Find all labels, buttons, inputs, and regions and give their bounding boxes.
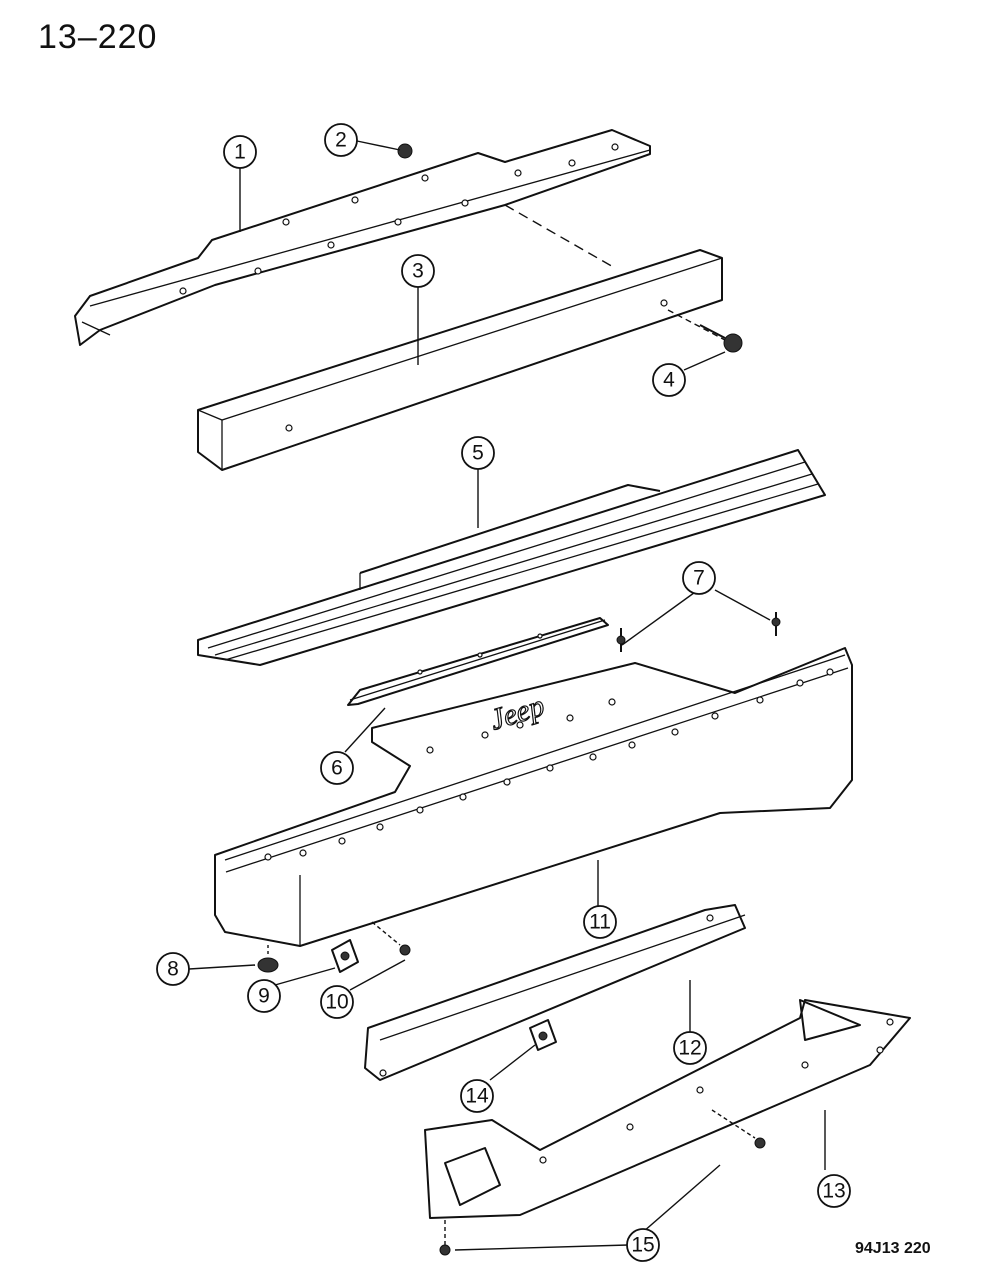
- callout-14: 14: [460, 1079, 494, 1113]
- svg-text:7: 7: [693, 567, 705, 590]
- svg-text:11: 11: [589, 911, 611, 934]
- callout-5: 5: [461, 436, 495, 470]
- part-7-studs: [616, 612, 781, 652]
- svg-text:2: 2: [335, 129, 347, 152]
- callout-2: 2: [324, 123, 358, 157]
- callout-15: 15: [626, 1228, 660, 1262]
- part-6-bracket-strip: [347, 617, 609, 706]
- svg-text:9: 9: [258, 985, 270, 1008]
- jeep-emblem: Jeep: [486, 689, 548, 737]
- alignment-line: [504, 204, 616, 269]
- svg-text:6: 6: [331, 757, 343, 780]
- svg-text:12: 12: [678, 1037, 701, 1060]
- svg-text:14: 14: [465, 1085, 489, 1108]
- svg-text:5: 5: [472, 442, 484, 465]
- callout-1: 1: [223, 135, 257, 169]
- svg-text:13: 13: [822, 1180, 845, 1203]
- callout-6: 6: [320, 751, 354, 785]
- svg-text:8: 8: [167, 958, 179, 981]
- callout-13: 13: [817, 1174, 851, 1208]
- figure-code: 94J13 220: [855, 1240, 931, 1257]
- callout-10: 10: [320, 985, 354, 1019]
- callout-4: 4: [652, 363, 686, 397]
- svg-text:1: 1: [234, 141, 246, 164]
- callout-7: 7: [682, 561, 716, 595]
- part-2-nut: [397, 143, 413, 159]
- part-11-bumper-fascia: Jeep: [214, 647, 853, 947]
- svg-text:4: 4: [663, 369, 675, 392]
- callout-8: 8: [156, 952, 190, 986]
- callout-11: 11: [583, 905, 617, 939]
- svg-text:3: 3: [412, 260, 424, 283]
- part-12-lower-bracket: [364, 904, 746, 1081]
- svg-text:15: 15: [631, 1234, 654, 1257]
- part-4-bolt: [667, 309, 743, 353]
- part-8-nut: [257, 945, 279, 973]
- part-3-reinforcement-beam: [197, 249, 723, 471]
- part-14-clip: [529, 1019, 557, 1051]
- callout-9: 9: [247, 979, 281, 1013]
- callout-12: 12: [673, 1031, 707, 1065]
- part-15-screws: [439, 1109, 766, 1256]
- part-13-valance: [424, 999, 911, 1219]
- part-10-bolt: [371, 921, 411, 956]
- leader-lines: [188, 140, 826, 1251]
- svg-text:10: 10: [325, 991, 348, 1014]
- callout-3: 3: [401, 254, 435, 288]
- part-9-clip: [331, 939, 359, 973]
- part-5-step-pad: [197, 449, 826, 666]
- part-1-bracket: [74, 129, 651, 346]
- page-title: 13–220: [38, 18, 158, 56]
